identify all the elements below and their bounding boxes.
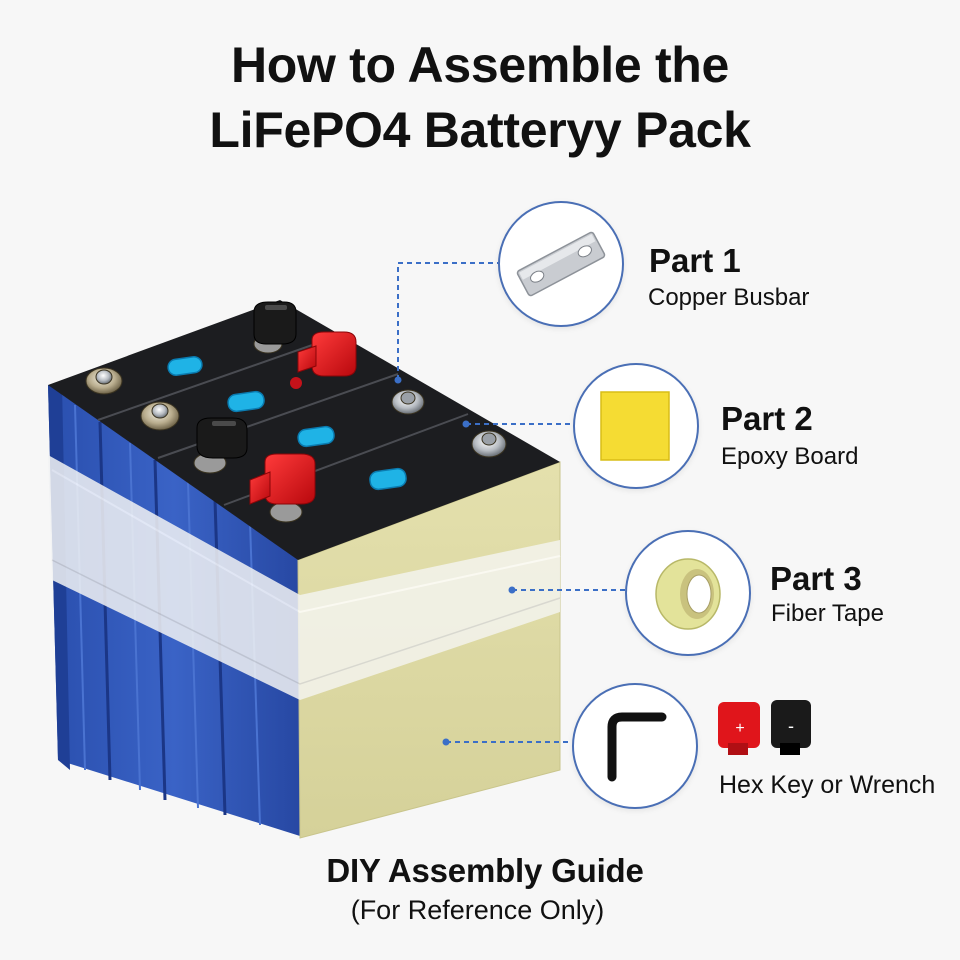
footer-title: DIY Assembly Guide (326, 852, 644, 889)
tape-roll-icon (625, 530, 751, 656)
part-3-heading: Part 3 (770, 560, 862, 597)
page-title-line-1: How to Assemble the (230, 37, 730, 93)
epoxy-board-icon (573, 363, 699, 489)
leader-lines (397, 262, 625, 743)
busbar-icon (498, 201, 624, 327)
footer-subtitle: (For Reference Only) (350, 895, 605, 925)
part-1-heading: Part 1 (649, 242, 741, 279)
black-terminal-caps (196, 301, 297, 459)
vent-caps (167, 355, 407, 491)
part-3-name: Fiber Tape (771, 600, 884, 627)
positive-cap-label: + (735, 720, 744, 737)
part-4-name: Hex Key or Wrench (719, 771, 936, 799)
fiber-tape-band (48, 455, 561, 700)
part-1-name: Copper Busbar (648, 284, 810, 311)
hex-key-icon (572, 683, 698, 809)
page-title-line-2: LiFePO4 Batteryy Pack (209, 102, 751, 158)
red-terminal-caps (249, 331, 357, 505)
negative-cap-label: - (788, 716, 794, 736)
part-2-heading: Part 2 (721, 400, 813, 437)
terminal-nuts (85, 334, 507, 523)
part-2-name: Epoxy Board (721, 443, 859, 470)
